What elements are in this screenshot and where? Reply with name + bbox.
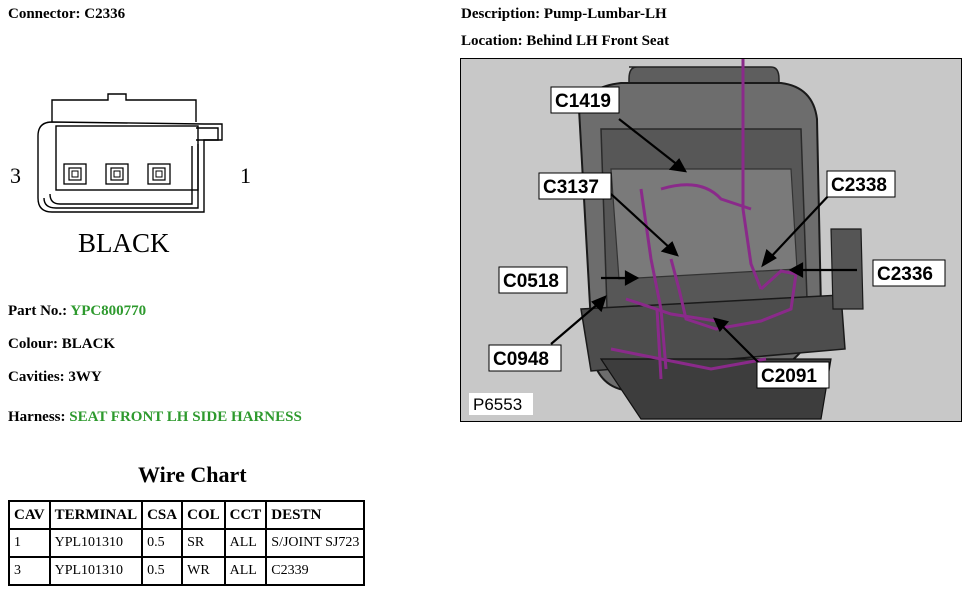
callout-label: C0518 bbox=[503, 271, 559, 292]
table-cell: WR bbox=[181, 556, 226, 586]
table-cell: 1 bbox=[8, 528, 51, 558]
table-cell: 0.5 bbox=[141, 528, 184, 558]
colour-label: Colour: bbox=[8, 336, 58, 352]
figure-ref-box bbox=[469, 393, 533, 415]
callout-box bbox=[498, 266, 568, 294]
column-header: CSA bbox=[141, 500, 184, 530]
harness-link[interactable]: SEAT FRONT LH SIDE HARNESS bbox=[69, 409, 302, 425]
location-value: Behind LH Front Seat bbox=[526, 33, 670, 49]
connector-color-label: BLACK bbox=[78, 228, 170, 258]
callout-labels: C1419 C3137 C2338 C0518 C2336 C0948 C209… bbox=[488, 86, 946, 389]
connector-face-diagram: 3 1 BLACK bbox=[10, 93, 251, 258]
figure-ref: P6553 bbox=[473, 395, 522, 414]
column-header: COL bbox=[181, 500, 226, 530]
pin-label-right: 1 bbox=[240, 163, 251, 188]
pin-cavity bbox=[63, 163, 87, 185]
table-row: 3 YPL101310 0.5 WR ALL C2339 bbox=[8, 556, 366, 586]
table-cell: 0.5 bbox=[141, 556, 184, 586]
seat-location-illustration: C1419 C3137 C2338 C0518 C2336 C0948 C209… bbox=[460, 58, 962, 422]
column-header: TERMINAL bbox=[48, 500, 144, 530]
table-header-row: CAV TERMINAL CSA COL CCT DESTN bbox=[8, 500, 366, 530]
callout-box bbox=[756, 361, 830, 389]
callout-box bbox=[872, 259, 946, 287]
callout-box bbox=[488, 344, 562, 372]
callout-box bbox=[538, 172, 612, 200]
cavities-label: Cavities: bbox=[8, 369, 65, 385]
connector-label: Connector: bbox=[8, 6, 81, 22]
harness-label: Harness: bbox=[8, 409, 66, 425]
pin-cavities bbox=[63, 163, 171, 185]
harness-line: Harness: SEAT FRONT LH SIDE HARNESS bbox=[8, 409, 302, 426]
callout-label: C2091 bbox=[761, 366, 817, 387]
seat-harness-wiring bbox=[610, 59, 798, 380]
column-header: CCT bbox=[223, 500, 268, 530]
table-cell: YPL101310 bbox=[48, 528, 144, 558]
column-header: DESTN bbox=[265, 500, 366, 530]
description-label: Description: bbox=[461, 6, 541, 22]
callout-label: C2338 bbox=[831, 175, 887, 196]
colour-line: Colour: BLACK bbox=[8, 336, 115, 353]
table-row: 1 YPL101310 0.5 SR ALL S/JOINT SJ723 bbox=[8, 528, 366, 558]
callout-label: C2336 bbox=[877, 264, 933, 285]
table-cell: ALL bbox=[223, 528, 268, 558]
table-cell: S/JOINT SJ723 bbox=[265, 528, 366, 558]
part-number-link[interactable]: YPC800770 bbox=[70, 303, 147, 319]
column-header: CAV bbox=[8, 500, 51, 530]
table-cell: SR bbox=[181, 528, 226, 558]
connector-value: C2336 bbox=[84, 6, 126, 22]
cavities-line: Cavities: 3WY bbox=[8, 369, 102, 386]
callout-label: C1419 bbox=[555, 91, 611, 112]
description-value: Pump-Lumbar-LH bbox=[543, 6, 667, 22]
pin-cavity bbox=[147, 163, 171, 185]
part-number-label: Part No.: bbox=[8, 303, 68, 319]
description-line: Description: Pump-Lumbar-LH bbox=[461, 6, 667, 23]
location-label: Location: bbox=[461, 33, 523, 49]
location-line: Location: Behind LH Front Seat bbox=[461, 33, 669, 50]
colour-value: BLACK bbox=[61, 336, 116, 352]
callout-box bbox=[826, 170, 896, 198]
pin-label-left: 3 bbox=[10, 163, 21, 188]
callout-label: C0948 bbox=[493, 349, 549, 370]
table-cell: YPL101310 bbox=[48, 556, 144, 586]
wire-chart-table: CAV TERMINAL CSA COL CCT DESTN 1 YPL1013… bbox=[8, 500, 366, 586]
table-cell: C2339 bbox=[265, 556, 366, 586]
wire-chart-title: Wire Chart bbox=[138, 462, 247, 487]
pin-cavity bbox=[105, 163, 129, 185]
callout-box bbox=[550, 86, 620, 114]
callout-arrows bbox=[550, 118, 857, 364]
callout-label: C3137 bbox=[543, 177, 599, 198]
connector-line: Connector: C2336 bbox=[8, 6, 125, 23]
table-cell: 3 bbox=[8, 556, 51, 586]
cavities-value: 3WY bbox=[68, 369, 102, 385]
table-cell: ALL bbox=[223, 556, 268, 586]
part-number-line: Part No.: YPC800770 bbox=[8, 303, 146, 320]
